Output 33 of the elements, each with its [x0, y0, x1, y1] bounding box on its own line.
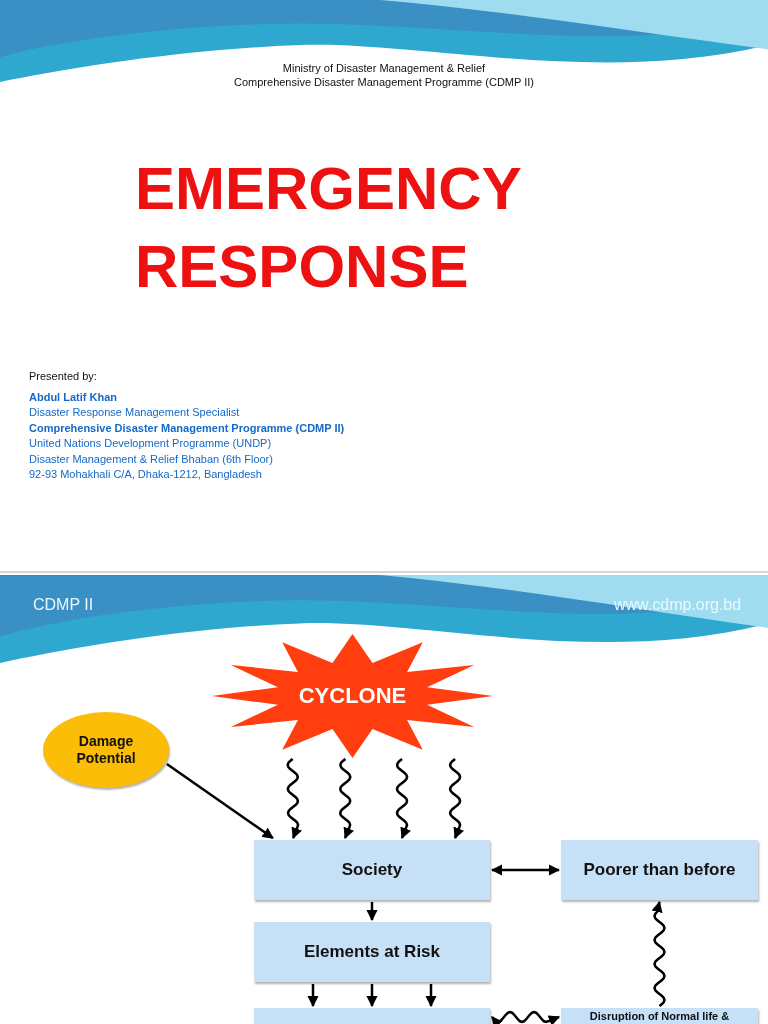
text-label: www.cdmp.org.bd — [614, 596, 742, 614]
node-label: Damage Potential — [75, 733, 137, 767]
node-label: CYCLONE — [298, 682, 407, 710]
node-label: Elements at Risk — [303, 941, 441, 963]
arrow — [448, 758, 464, 840]
text-label: Disaster Response Management Specialist — [29, 406, 240, 418]
arrow — [338, 758, 355, 840]
text-label: Disaster Management & Relief Bhaban (6th Floor) — [29, 453, 273, 465]
arrow — [651, 900, 666, 1007]
text-label: 92-93 Mohakhali C/A, Dhaka-1212, Bangladesh — [29, 468, 262, 480]
arrow — [307, 984, 319, 1008]
arrow — [366, 902, 378, 922]
arrow — [366, 984, 378, 1008]
text-label: Presented by: — [29, 370, 97, 382]
process-box — [561, 840, 758, 900]
process-box — [254, 922, 490, 982]
arrow — [166, 763, 274, 840]
arrow — [425, 984, 437, 1008]
arrow — [490, 864, 561, 876]
node-label: Society — [341, 859, 403, 881]
text-label: Comprehensive Disaster Management Programme (CDMP II) — [234, 76, 534, 88]
text-label: CDMP II — [33, 596, 94, 614]
arrow — [286, 758, 303, 840]
process-box — [254, 840, 490, 900]
slide-title: EMERGENCY RESPONSE — [135, 154, 522, 302]
node-label: Poorer than before — [583, 859, 736, 881]
arrow — [491, 1010, 561, 1024]
text-label: Abdul Latif Khan — [29, 391, 117, 403]
text-label: Ministry of Disaster Management & Relief — [282, 62, 486, 74]
node-label: Disruption of Normal life & — [589, 1010, 730, 1024]
text-label: Comprehensive Disaster Management Programme (CDMP II) — [29, 422, 345, 434]
arrow — [395, 758, 411, 840]
text-label: United Nations Development Programme (UNDP) — [29, 437, 272, 449]
